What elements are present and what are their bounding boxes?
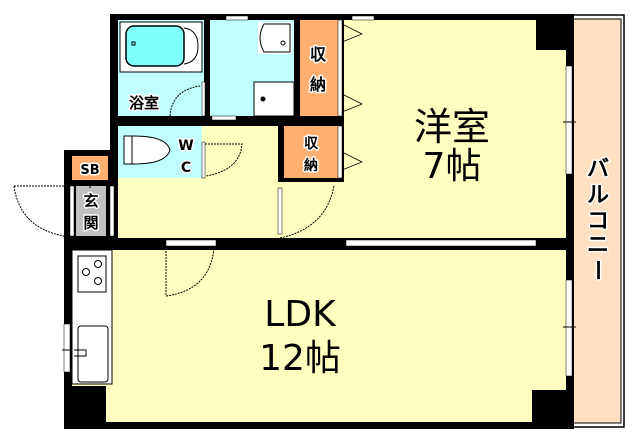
western-room-floor-ext bbox=[536, 50, 566, 238]
kitchen-sink bbox=[77, 325, 109, 383]
storage-upper-label-2: 納 bbox=[310, 75, 326, 94]
window-ldk[interactable] bbox=[565, 279, 573, 377]
svg-text:ニ: ニ bbox=[587, 233, 609, 258]
storage-lower-label-1: 収 bbox=[304, 135, 319, 152]
ldk-size: 12帖 bbox=[259, 338, 341, 379]
window-western[interactable] bbox=[565, 65, 573, 175]
storage-lower bbox=[284, 125, 363, 179]
entrance-area bbox=[13, 156, 115, 237]
washroom bbox=[210, 15, 295, 121]
washing-machine-space bbox=[253, 81, 295, 117]
bathroom-door-swing bbox=[169, 85, 201, 117]
stove bbox=[77, 255, 107, 293]
balcony bbox=[569, 14, 625, 428]
western-room-floor bbox=[344, 20, 536, 238]
toilet-label-w: W bbox=[178, 138, 193, 154]
entrance-label-1: 玄 bbox=[83, 192, 98, 210]
ldk-door-swing bbox=[165, 247, 215, 297]
svg-text:ー: ー bbox=[584, 259, 609, 281]
ldk-floor bbox=[106, 250, 566, 422]
pillar bbox=[532, 390, 566, 422]
kitchen bbox=[62, 249, 113, 385]
bathroom bbox=[118, 20, 206, 117]
hallway-floor-2 bbox=[274, 182, 346, 238]
entrance-label-2: 関 bbox=[83, 214, 98, 232]
toilet-bowl bbox=[123, 135, 171, 165]
shoe-box bbox=[72, 156, 108, 180]
balcony-label: バ ル コ ニ ー bbox=[583, 156, 611, 283]
entrance-floor bbox=[76, 186, 106, 236]
shoe-box-label: SB bbox=[80, 163, 99, 178]
storage-upper bbox=[300, 19, 363, 117]
svg-text:バ: バ bbox=[587, 157, 609, 182]
western-room-name: 洋室 bbox=[414, 105, 490, 149]
bathtub bbox=[125, 25, 185, 67]
entrance-door-swing bbox=[13, 185, 70, 237]
svg-text:コ: コ bbox=[587, 209, 609, 234]
pillar bbox=[536, 20, 566, 50]
svg-text:ル: ル bbox=[587, 183, 609, 208]
toilet-label-c: C bbox=[181, 160, 191, 176]
toilet bbox=[118, 126, 243, 179]
pillar bbox=[72, 388, 106, 422]
western-room-door-swing bbox=[279, 185, 335, 239]
western-room-size: 7帖 bbox=[423, 146, 482, 187]
storage-upper-label-1: 収 bbox=[310, 45, 327, 64]
storage-lower-label-2: 納 bbox=[304, 157, 318, 174]
bathroom-label: 浴室 bbox=[129, 94, 159, 112]
toilet-door-swing bbox=[205, 143, 243, 177]
ldk-name: LDK bbox=[264, 294, 337, 335]
hallway-floor-3 bbox=[208, 126, 278, 182]
